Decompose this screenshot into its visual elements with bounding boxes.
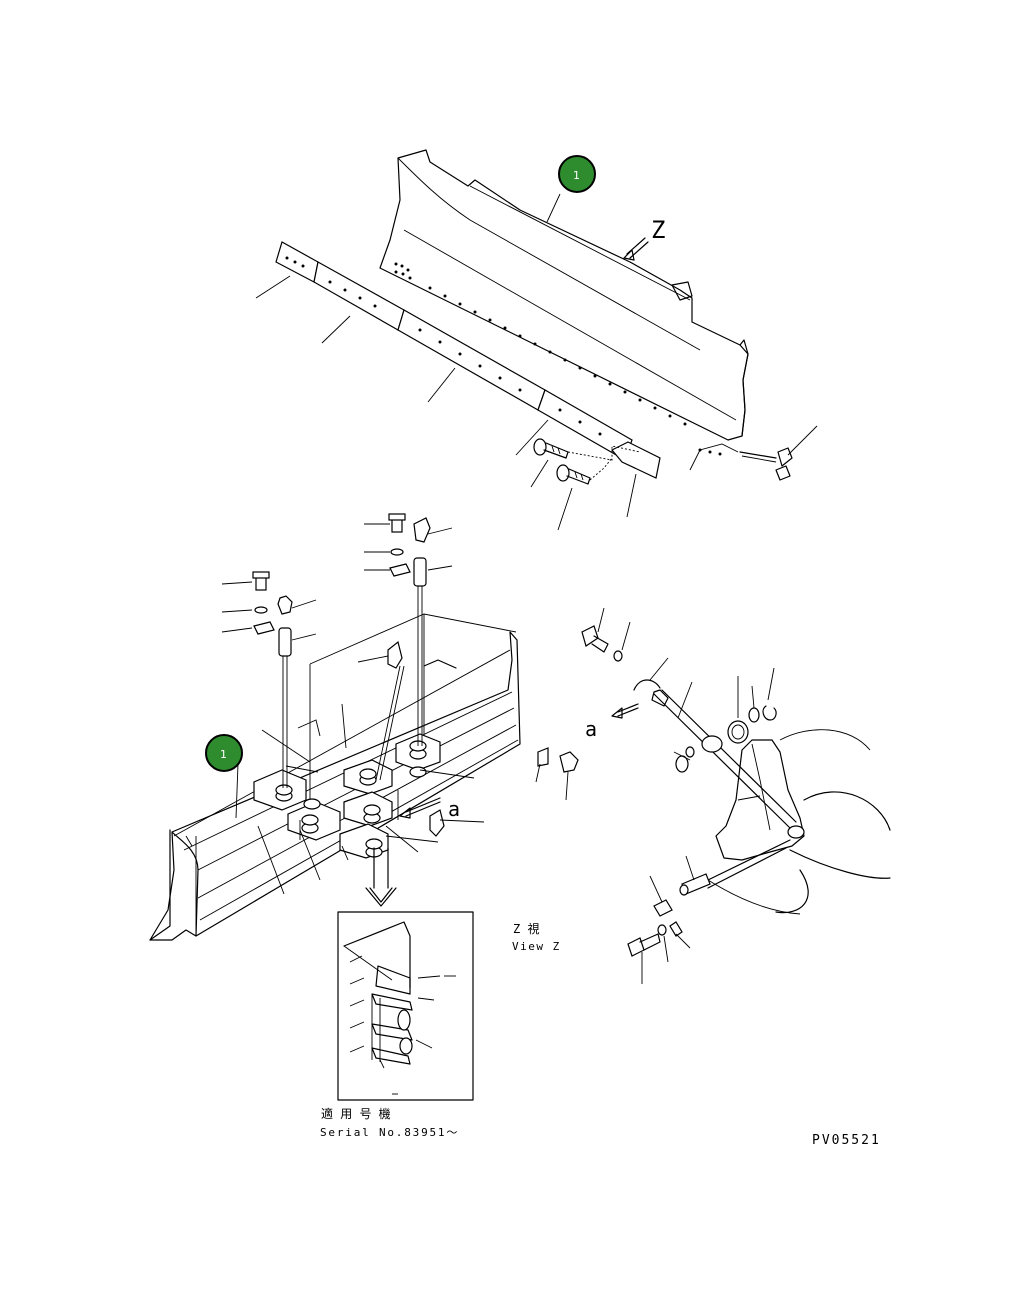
cutting-edge-3 <box>537 389 633 461</box>
part-callout-lower-label: 1 <box>220 748 227 761</box>
view-z-arrow: Z <box>623 216 665 261</box>
detail-inset <box>337 911 474 1101</box>
lower-blade-assembly: a <box>149 513 579 941</box>
serial-en: Serial No.83951～ <box>320 1126 459 1139</box>
z-arrow-label: Z <box>651 216 665 244</box>
cutting-edge-1 <box>313 261 405 331</box>
blade-bolt-holes <box>394 262 722 456</box>
grease-fitting-lower <box>429 809 445 837</box>
end-bit-left <box>275 241 319 283</box>
cutting-edge-2 <box>397 309 546 411</box>
fitting-stack-left <box>252 571 293 657</box>
upper-blade-assembly <box>255 149 818 531</box>
view-z-jp: Z 視 <box>513 921 539 936</box>
view-z-en: View Z <box>512 940 561 953</box>
part-callout-upper: 1 <box>558 155 596 193</box>
plow-bolt-2 <box>556 464 591 485</box>
a-upper-label: a <box>585 717 597 741</box>
drawing-id: PV05521 <box>812 1133 881 1148</box>
tilt-arm-assembly: a <box>581 607 891 984</box>
fitting-stack-right <box>388 513 431 587</box>
part-callout-upper-label: 1 <box>573 169 580 182</box>
lower-pins <box>275 740 427 858</box>
a-lower-label: a <box>448 797 460 821</box>
grease-fitting-upper <box>387 640 403 669</box>
part-callout-lower: 1 <box>205 734 243 772</box>
end-bit-right <box>611 441 661 479</box>
plow-bolt-1 <box>533 438 569 459</box>
serial-jp: 適 用 号 機 <box>321 1106 391 1121</box>
